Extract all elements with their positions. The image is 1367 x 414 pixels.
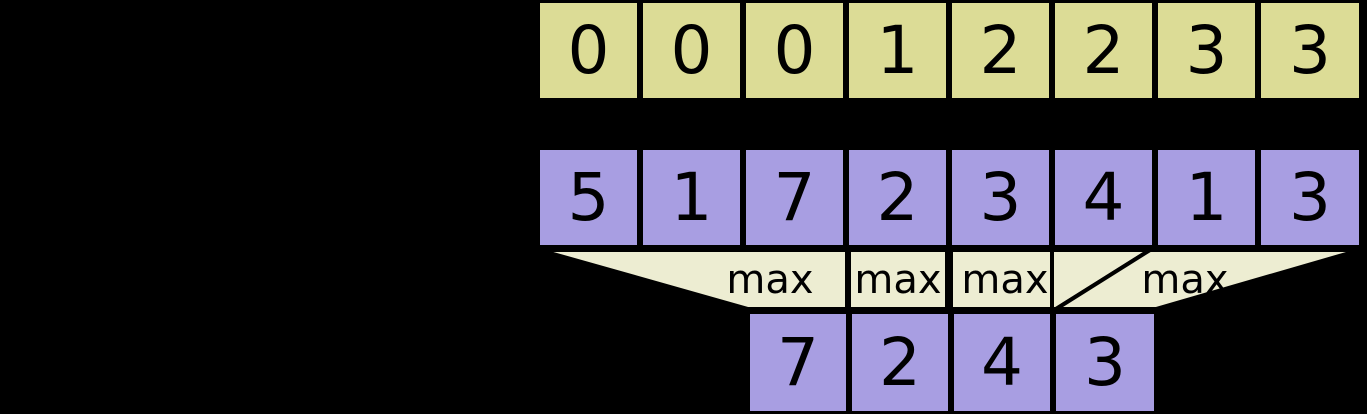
connector-trapezoid-2: [847, 248, 949, 311]
value-cell: 3: [949, 147, 1052, 248]
index-cell: 0: [537, 0, 640, 101]
index-cell: 3: [1155, 0, 1258, 101]
value-cell: 3: [1258, 147, 1362, 248]
value-cell: 5: [537, 147, 640, 248]
index-cell: 0: [640, 0, 743, 101]
output-cell: 3: [1053, 311, 1157, 414]
connector-trapezoid-3: [949, 248, 1054, 311]
index-cell: 0: [743, 0, 846, 101]
output-cell: 4: [951, 311, 1053, 414]
output-cell: 2: [849, 311, 951, 414]
index-cell: 2: [1052, 0, 1155, 101]
value-cell: 2: [846, 147, 949, 248]
output-cell: 7: [747, 311, 849, 414]
index-cell: 2: [949, 0, 1052, 101]
value-cell: 4: [1052, 147, 1155, 248]
index-cell: 1: [846, 0, 949, 101]
value-cell: 7: [743, 147, 846, 248]
index-cell: 3: [1258, 0, 1362, 101]
value-cell: 1: [640, 147, 743, 248]
value-cell: 1: [1155, 147, 1258, 248]
connector-trapezoid-1: [538, 248, 849, 311]
connector-trapezoid-4: [1049, 248, 1361, 311]
